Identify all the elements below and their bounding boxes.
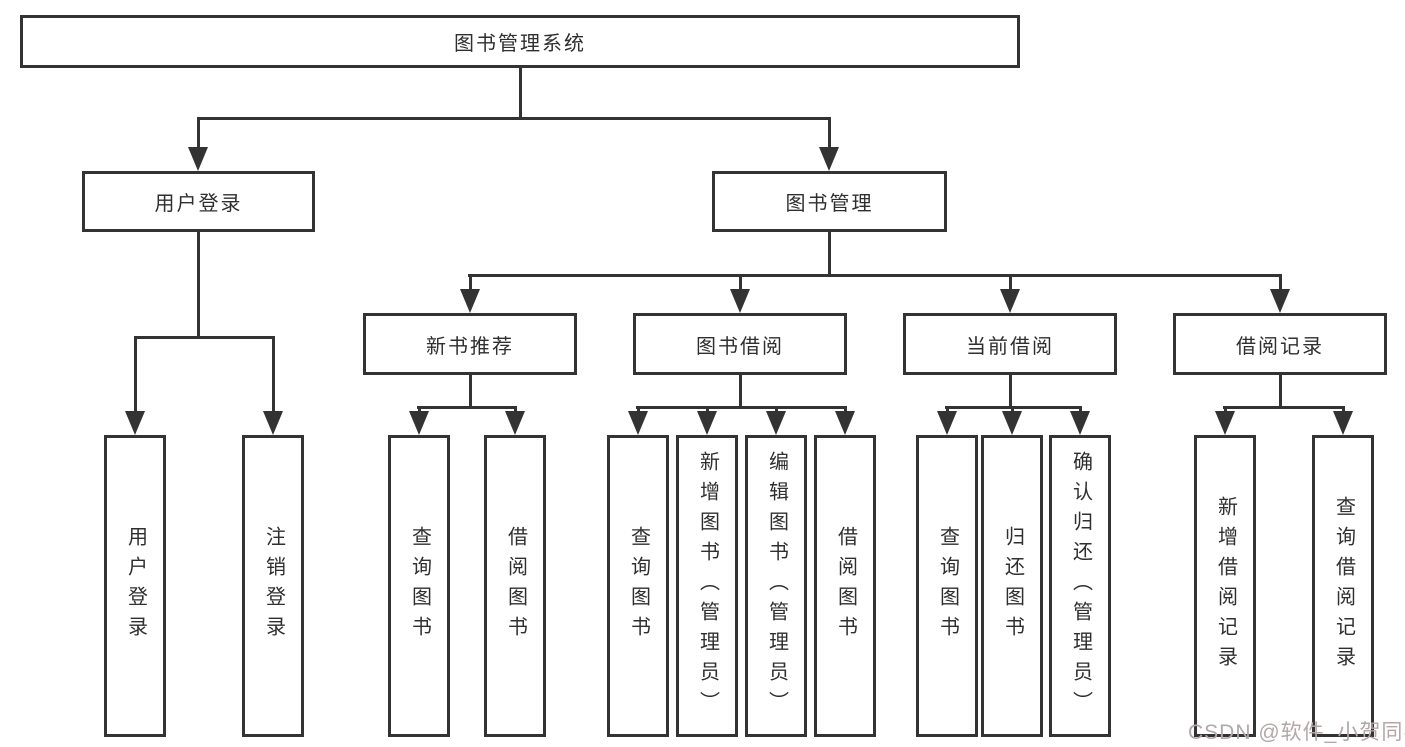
connector-line (468, 274, 1282, 277)
connector-line (469, 274, 472, 292)
node-label: 图书管理 (785, 193, 874, 215)
node-label: 确认归还（管理员） (1069, 451, 1092, 721)
connector-line (134, 336, 137, 413)
connector-arrow (697, 411, 717, 435)
leaf-borrow-books-1: 借阅图书 (484, 435, 546, 737)
connector-line (1223, 406, 1345, 409)
node-label: 查询图书 (627, 526, 650, 646)
connector-line (828, 117, 831, 150)
connector-line (946, 406, 949, 414)
leaf-logout: 注销登录 (242, 435, 304, 737)
connector-arrow (409, 411, 429, 435)
connector-line (519, 68, 522, 120)
connector-line (1342, 406, 1345, 414)
connector-line (197, 117, 831, 120)
node-label: 借阅图书 (504, 526, 527, 646)
connector-line (637, 406, 640, 414)
connector-line (197, 117, 200, 150)
node-book-borrowing: 图书借阅 (633, 313, 847, 375)
connector-line (1011, 406, 1014, 414)
connector-arrow (125, 411, 145, 435)
connector-line (1224, 406, 1227, 414)
node-user-login: 用户登录 (82, 171, 315, 232)
connector-arrow (766, 411, 786, 435)
connector-line (706, 406, 709, 414)
connector-arrow (819, 147, 839, 171)
connector-arrow (1270, 289, 1290, 313)
connector-line (1009, 274, 1012, 292)
leaf-user-login: 用户登录 (104, 435, 166, 737)
connector-arrow (730, 289, 750, 313)
connector-line (1279, 274, 1282, 292)
node-label: 用户登录 (124, 526, 147, 646)
connector-line (828, 232, 831, 277)
connector-arrow (628, 411, 648, 435)
node-label: 查询图书 (408, 526, 431, 646)
leaf-query-books-2: 查询图书 (607, 435, 669, 737)
connector-line (469, 375, 472, 409)
leaf-return-books: 归还图书 (981, 435, 1043, 737)
node-label: 查询借阅记录 (1332, 496, 1355, 676)
node-label: 新增图书（管理员） (696, 451, 719, 721)
leaf-confirm-return-admin: 确认归还（管理员） (1049, 435, 1111, 737)
node-current-borrowing: 当前借阅 (903, 313, 1117, 375)
connector-line (775, 406, 778, 414)
connector-line (134, 336, 274, 339)
connector-line (197, 232, 200, 339)
node-borrowing-records: 借阅记录 (1173, 313, 1387, 375)
leaf-query-books-1: 查询图书 (388, 435, 450, 737)
connector-arrow (460, 289, 480, 313)
node-label: 注销登录 (262, 526, 285, 646)
connector-arrow (1070, 411, 1090, 435)
leaf-query-borrow-record: 查询借阅记录 (1312, 435, 1374, 737)
connector-arrow (1002, 411, 1022, 435)
connector-line (844, 406, 847, 414)
connector-arrow (188, 147, 208, 171)
connector-line (636, 406, 847, 409)
node-label: 图书借阅 (696, 335, 784, 358)
connector-arrow (505, 411, 525, 435)
connector-line (514, 406, 517, 414)
leaf-add-borrow-record: 新增借阅记录 (1194, 435, 1256, 737)
connector-line (418, 406, 421, 414)
node-new-book-recommendation: 新书推荐 (363, 313, 577, 375)
connector-line (739, 375, 742, 409)
node-label: 查询图书 (936, 526, 959, 646)
connector-arrow (1215, 411, 1235, 435)
node-label: 图书管理系统 (454, 33, 586, 55)
node-label: 当前借阅 (966, 335, 1054, 358)
connector-line (739, 274, 742, 292)
csdn-watermark: CSDN @软件_小贺同学 (1188, 721, 1405, 744)
node-label: 编辑图书（管理员） (765, 451, 788, 721)
connector-arrow (1333, 411, 1353, 435)
leaf-borrow-books-2: 借阅图书 (814, 435, 876, 737)
leaf-query-books-3: 查询图书 (916, 435, 978, 737)
connector-arrow (263, 411, 283, 435)
connector-arrow (937, 411, 957, 435)
connector-arrow (1000, 289, 1020, 313)
leaf-edit-books-admin: 编辑图书（管理员） (745, 435, 807, 737)
node-book-management: 图书管理 (712, 171, 947, 232)
connector-arrow (835, 411, 855, 435)
node-label: 新增借阅记录 (1214, 496, 1237, 676)
connector-line (1279, 375, 1282, 409)
node-label: 用户登录 (154, 193, 243, 215)
node-library-system: 图书管理系统 (20, 15, 1020, 68)
node-label: 借阅记录 (1236, 335, 1324, 358)
connector-line (1079, 406, 1082, 414)
node-label: 借阅图书 (834, 526, 857, 646)
connector-line (272, 336, 275, 413)
connector-line (1009, 375, 1012, 409)
node-label: 归还图书 (1001, 526, 1024, 646)
leaf-add-books-admin: 新增图书（管理员） (676, 435, 738, 737)
connector-line (417, 406, 517, 409)
node-label: 新书推荐 (426, 335, 514, 358)
